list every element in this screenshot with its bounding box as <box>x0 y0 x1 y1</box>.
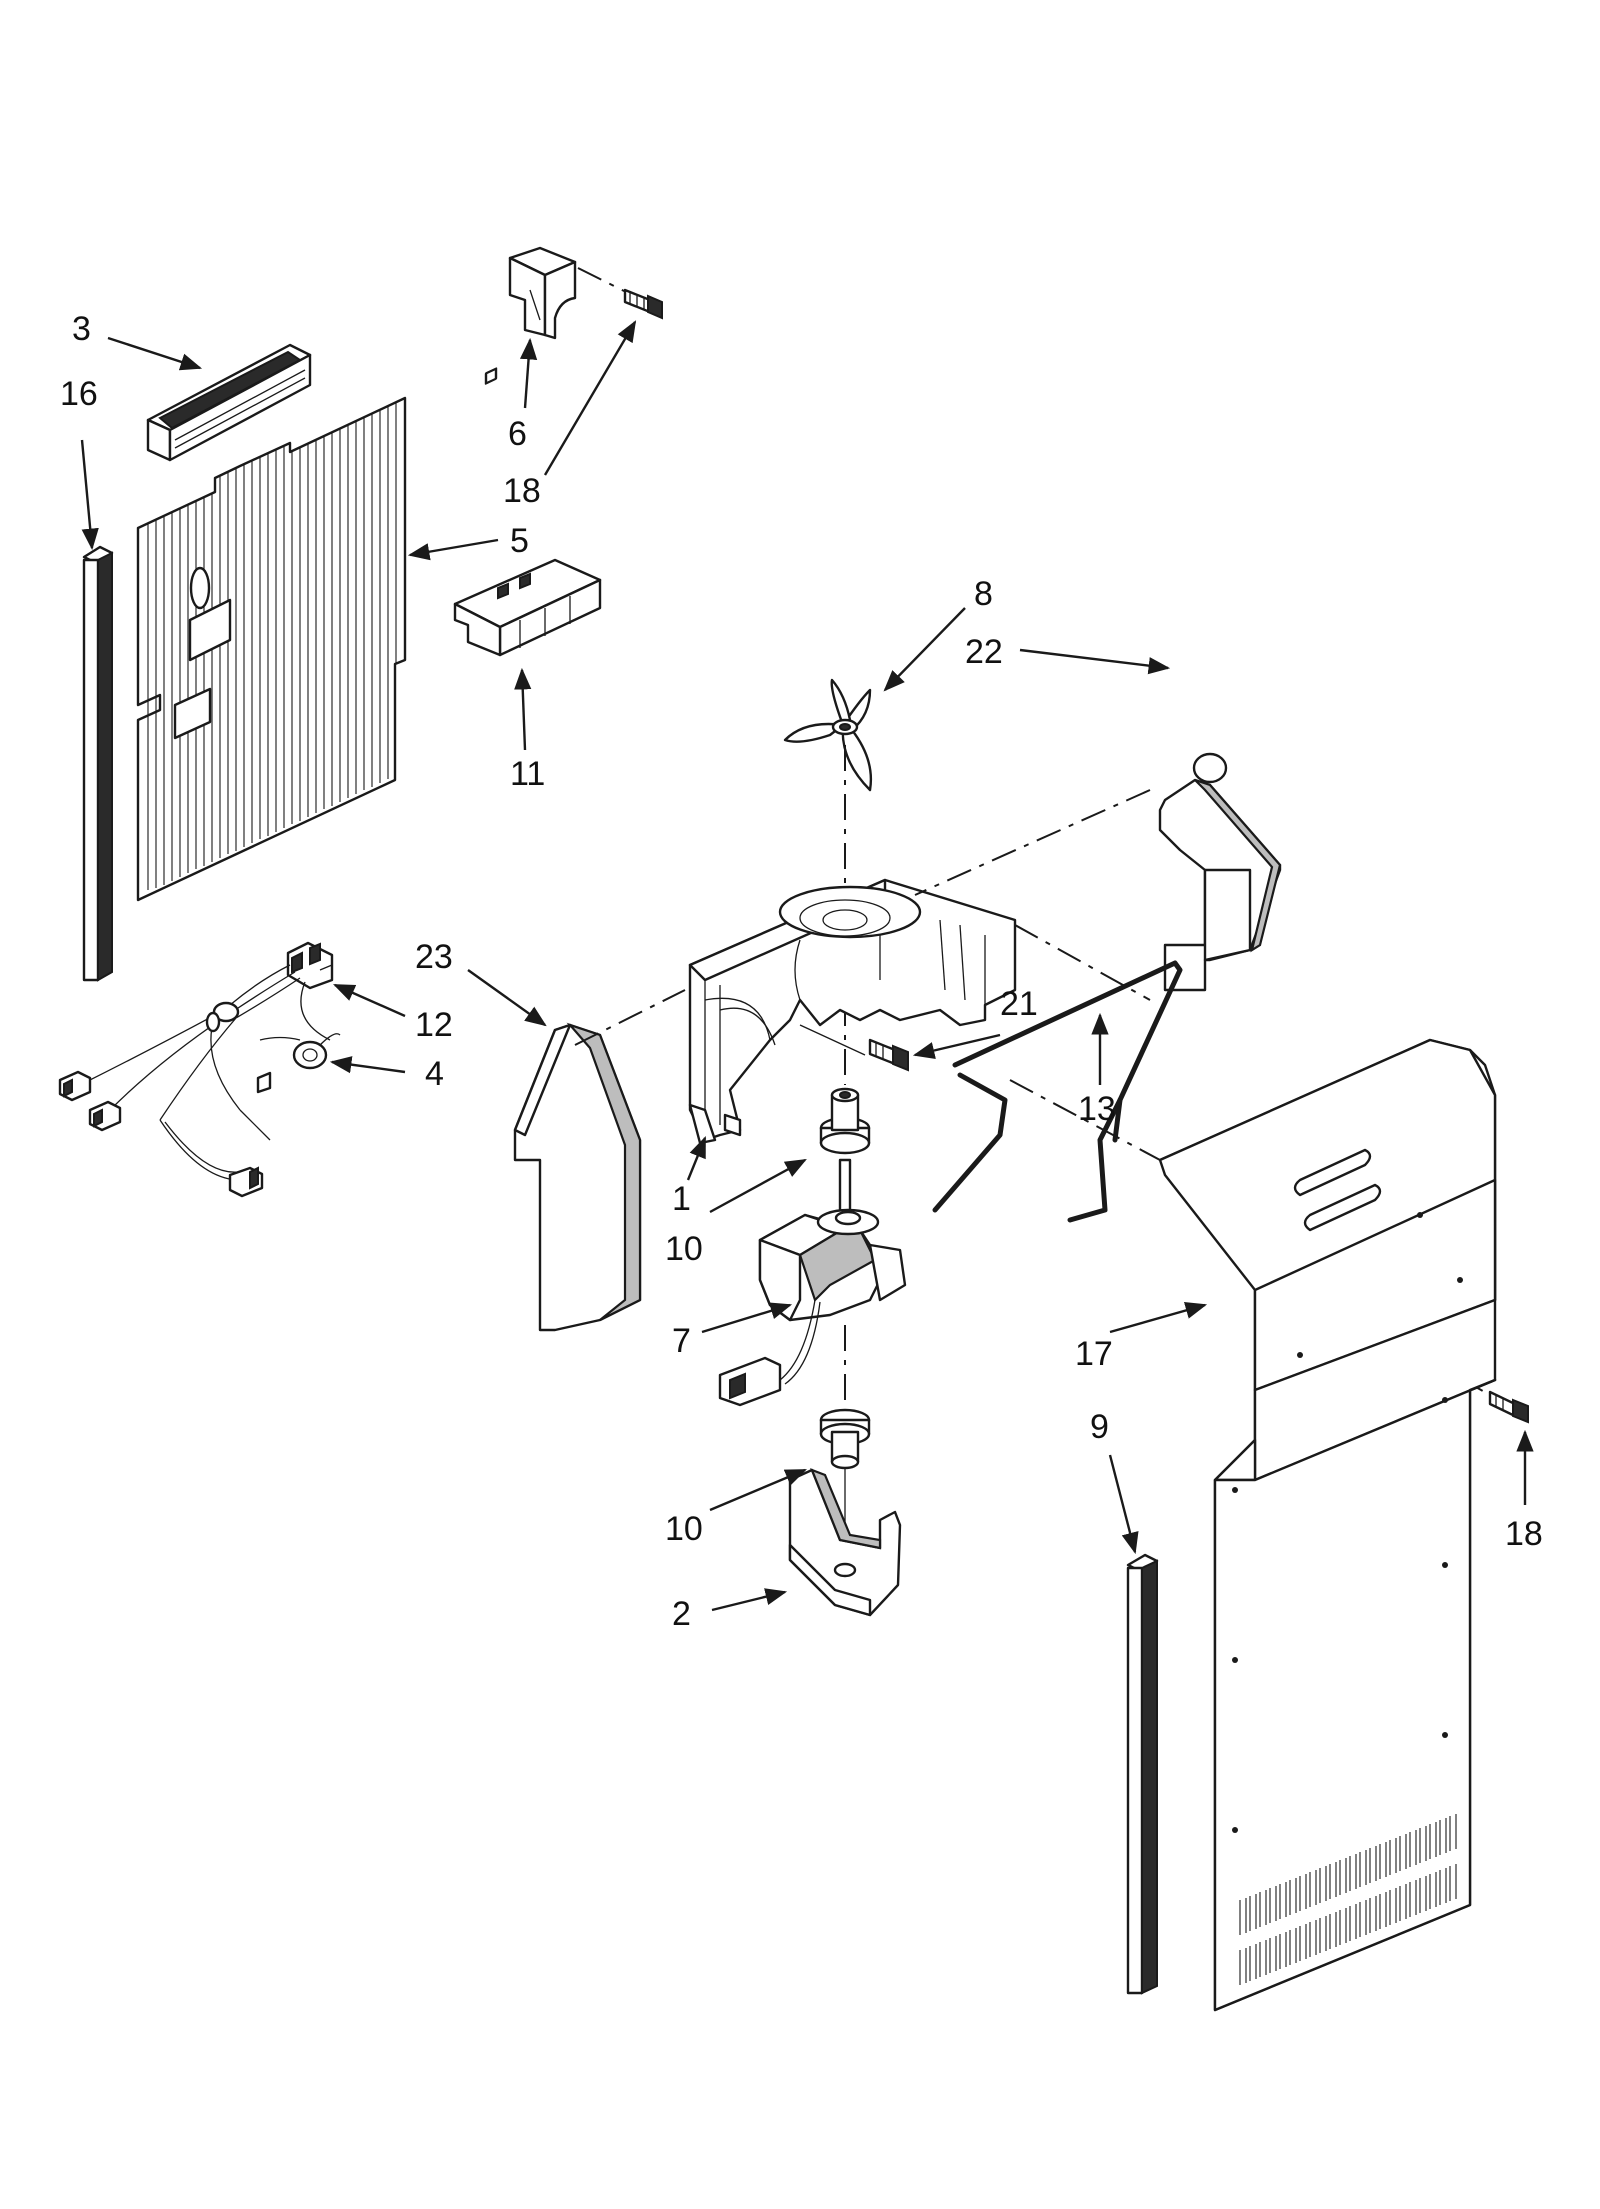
callout-18-top: 18 <box>503 472 541 510</box>
part-11-bracket <box>453 367 602 657</box>
part-8-fan-blade <box>783 678 873 792</box>
alignment-lines <box>574 789 1161 1161</box>
callout-9: 9 <box>1090 1408 1109 1446</box>
part-3-duct <box>146 343 312 462</box>
part-21-screw <box>799 1024 909 1072</box>
callout-10-lower: 10 <box>665 1510 703 1548</box>
part-7-motor <box>718 1158 907 1407</box>
part-23-baffle <box>513 1022 642 1332</box>
callout-labels: 3 16 6 18 5 8 22 11 23 21 12 4 13 1 10 7… <box>60 310 1543 1633</box>
callout-13: 13 <box>1078 1090 1116 1128</box>
callout-21: 21 <box>1000 985 1038 1023</box>
part-10-grommet-upper <box>819 1087 871 1155</box>
callout-10-upper: 10 <box>665 1230 703 1268</box>
part-12-harness <box>79 941 334 1181</box>
part-13-wire <box>932 960 1183 1223</box>
part-1-fan-shroud <box>688 878 1017 1145</box>
callout-17: 17 <box>1075 1335 1113 1373</box>
callout-2: 2 <box>672 1595 691 1633</box>
callout-7: 7 <box>672 1322 691 1360</box>
callout-6: 6 <box>508 415 527 453</box>
wire-connectors <box>58 1070 272 1198</box>
callout-22: 22 <box>965 633 1003 671</box>
callout-12: 12 <box>415 1006 453 1044</box>
callout-5: 5 <box>510 522 529 560</box>
screw-18-top <box>577 267 663 320</box>
part-17-cover <box>1158 1038 1497 2012</box>
leader-lines <box>80 320 1534 1612</box>
callout-8: 8 <box>974 575 993 613</box>
callout-18-right: 18 <box>1505 1515 1543 1553</box>
callout-1: 1 <box>672 1180 691 1218</box>
vent-slots <box>1239 1814 1457 1985</box>
part-6-bracket <box>508 246 577 340</box>
callout-4: 4 <box>425 1055 444 1093</box>
callout-23: 23 <box>415 938 453 976</box>
part-16-strip <box>82 545 114 982</box>
callout-16: 16 <box>60 375 98 413</box>
part-22-baffle <box>1158 752 1282 992</box>
callout-3: 3 <box>72 310 91 348</box>
part-4-grommet <box>259 1033 341 1070</box>
part-5-evaporator-cover <box>136 396 407 902</box>
cover-slots <box>1293 1148 1382 1232</box>
callout-11: 11 <box>510 755 545 793</box>
part-10-grommet-lower <box>819 1408 871 1470</box>
part-9-strip <box>1126 1553 1159 1995</box>
part-2-bracket <box>788 1468 902 1617</box>
